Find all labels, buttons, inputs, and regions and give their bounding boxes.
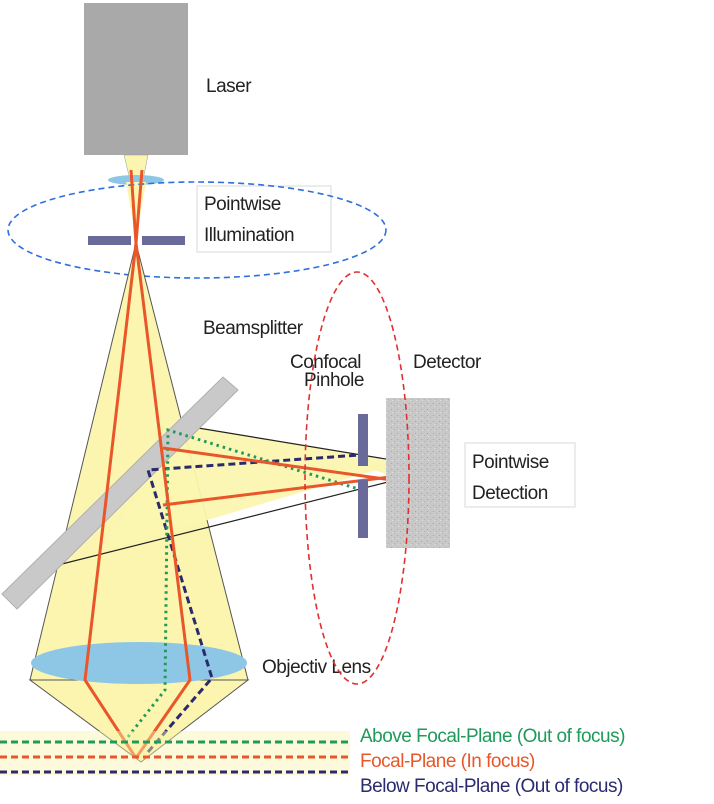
- illumination-highlight-ellipse: [7, 181, 387, 279]
- detector: [386, 398, 450, 548]
- ray-focal-reflect-1: [162, 446, 407, 484]
- laser-box: [84, 3, 188, 155]
- confocal-pinhole-bottom: [358, 480, 368, 538]
- sample-band: [0, 731, 350, 775]
- ray-focal-1: [83, 169, 138, 759]
- confocal-pinhole-label-1: Confocal: [290, 352, 361, 373]
- laser-label: Laser: [206, 76, 252, 97]
- illumination-pinhole-right: [142, 236, 185, 245]
- beamsplitter-label: Beamsplitter: [203, 318, 304, 339]
- detector-label: Detector: [413, 352, 482, 373]
- ray-focal-2: [134, 169, 192, 759]
- pointwise-detection-box: [464, 442, 576, 508]
- pointwise-detection-label-1: Pointwise: [472, 452, 549, 473]
- legend-above: Above Focal-Plane (Out of focus): [360, 726, 625, 747]
- pointwise-detection-label-2: Detection: [472, 483, 548, 504]
- confocal-pinhole-top: [358, 414, 368, 466]
- legend-focal: Focal-Plane (In focus): [360, 751, 535, 772]
- legend-below: Below Focal-Plane (Out of focus): [360, 776, 623, 797]
- pointwise-illumination-box: [196, 185, 332, 253]
- objective-lens-label: Objectiv Lens: [262, 657, 371, 678]
- illumination-pinhole-left: [88, 236, 131, 245]
- detection-highlight-ellipse: [304, 271, 410, 685]
- pointwise-illumination-label-1: Pointwise: [204, 194, 281, 215]
- ray-above-focal: [122, 427, 369, 743]
- ray-below-focal: [146, 453, 361, 753]
- collimating-lens: [108, 175, 164, 185]
- objective-lens: [31, 642, 247, 684]
- confocal-pinhole-label-2: Pinhole: [304, 370, 364, 391]
- pointwise-illumination-label-2: Illumination: [204, 225, 294, 246]
- beamsplitter: [1, 376, 239, 610]
